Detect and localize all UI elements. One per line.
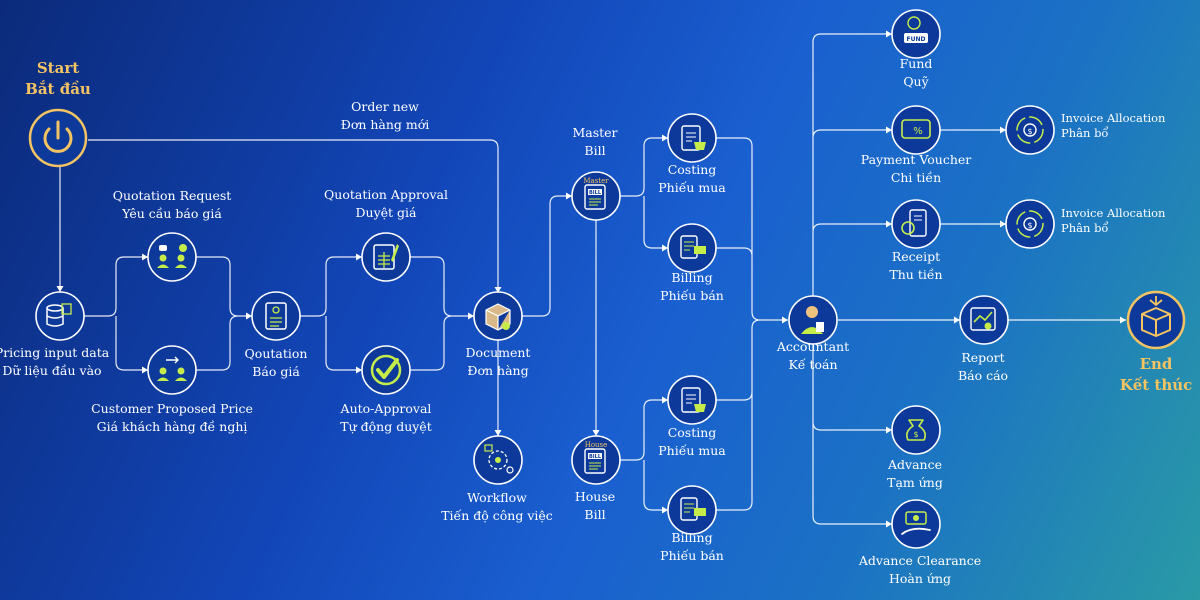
cash-hand-icon[interactable] [891,499,941,549]
database-icon[interactable] [35,291,85,341]
checkmark-icon[interactable] [361,345,411,395]
edge-to-quotation [196,256,252,371]
people-chat-icon[interactable] [147,232,197,282]
edge-pricing-split [84,256,148,371]
svg-text:$: $ [1027,221,1032,230]
allocation-icon[interactable]: $ [1005,105,1055,155]
edge-house-split [620,399,668,511]
accountant-icon[interactable] [788,295,838,345]
quotation-doc-icon[interactable] [251,291,301,341]
arrowheads [56,30,1126,528]
people-exchange-icon[interactable] [147,345,197,395]
svg-text:BILL: BILL [589,190,602,196]
fund-icon[interactable]: FUND [891,9,941,59]
allocation-icon[interactable]: $ [1005,199,1055,249]
edge-to-accountant [716,137,788,511]
power-icon[interactable] [28,108,88,168]
bill-icon[interactable]: House BILL [571,435,621,485]
workflow-icon[interactable] [473,435,523,485]
bill-icon[interactable]: Master BILL [571,171,621,221]
edge-to-document [410,256,474,371]
fund-badge: FUND [907,36,926,43]
master-badge: Master [583,177,609,185]
approval-doc-icon[interactable] [361,232,411,282]
clipboard-cart-icon[interactable] [667,375,717,425]
invoice-printer-icon[interactable] [667,223,717,273]
voucher-icon[interactable]: % [891,105,941,155]
svg-text:$: $ [1027,127,1032,136]
house-badge: House [585,441,608,449]
invoice-printer-icon[interactable] [667,485,717,535]
package-icon[interactable] [473,291,523,341]
svg-text:$: $ [913,430,918,439]
connectors [59,33,1126,525]
svg-text:BILL: BILL [589,454,602,460]
edge-start-order [88,139,499,293]
edge-quotation-split [300,256,362,371]
edge-master-split [620,137,668,249]
open-box-icon[interactable] [1126,290,1186,350]
edge-accountant-branches [812,33,892,525]
clipboard-cart-icon[interactable] [667,113,717,163]
edge-document-master [522,195,572,317]
money-bag-icon[interactable]: $ [891,405,941,455]
svg-text:%: % [913,126,923,137]
report-chart-icon[interactable] [959,295,1009,345]
receipt-icon[interactable] [891,199,941,249]
